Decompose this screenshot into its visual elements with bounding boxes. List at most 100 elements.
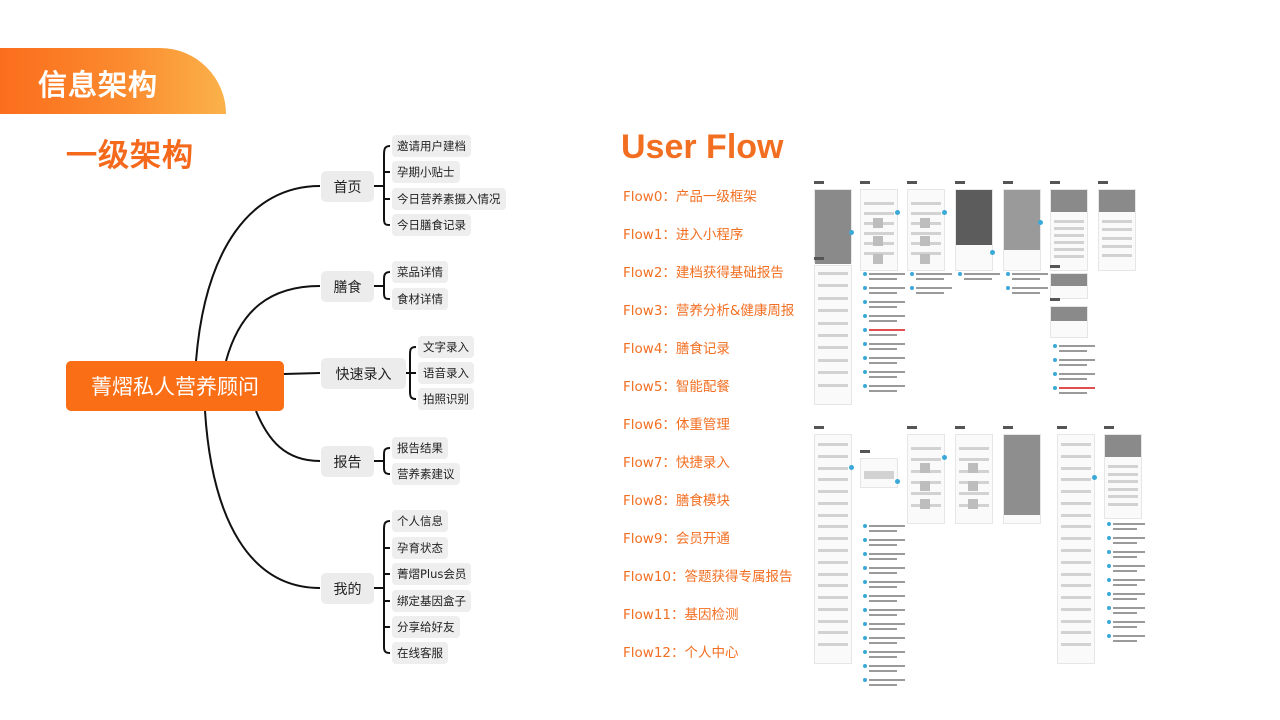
link-quick — [283, 372, 321, 375]
annotation-text — [869, 553, 905, 555]
flow-item-4: Flow4：膳食记录 — [623, 341, 730, 357]
annotation-dot — [863, 272, 867, 276]
wireframe-screen — [907, 434, 947, 524]
annotation-text — [869, 320, 897, 322]
node-diet: 膳食 — [321, 271, 374, 302]
flow-item-5: Flow5：智能配餐 — [623, 379, 730, 395]
screen-row — [1061, 466, 1091, 470]
screen-row — [911, 252, 941, 255]
annotation-dot — [863, 356, 867, 360]
annotation-text — [1059, 364, 1087, 366]
annotation-text — [1113, 607, 1145, 609]
annotation-text — [869, 679, 905, 681]
screen-row — [1061, 631, 1091, 635]
screen-row — [1054, 227, 1084, 230]
annotation-text — [1113, 635, 1145, 637]
annotation-dot — [1006, 286, 1010, 290]
annotation-text — [869, 278, 897, 280]
screen-image-block — [1004, 190, 1040, 250]
list-thumb — [920, 463, 930, 473]
screen-row — [1102, 228, 1132, 232]
flow-item-0: Flow0：产品一级框架 — [623, 189, 757, 205]
screen-label — [955, 426, 965, 429]
annotation-text — [869, 530, 897, 532]
list-thumb — [920, 254, 930, 264]
annotation-text — [1113, 565, 1145, 567]
wireframe-screen — [1057, 434, 1097, 664]
annotation-dot — [1053, 358, 1057, 362]
screen-row — [1102, 236, 1132, 240]
wireframe-screen — [955, 189, 995, 271]
annotation-text — [869, 376, 897, 378]
annotation-dot — [1107, 536, 1111, 540]
annotation-text — [869, 539, 905, 541]
annotation-text — [869, 656, 897, 658]
annotation-text — [1113, 537, 1145, 539]
screen-row — [1061, 513, 1091, 517]
flow-item-11: Flow11：基因检测 — [623, 607, 739, 623]
annotation-text — [1113, 612, 1137, 614]
section-header-tab: 信息架构 — [0, 48, 226, 114]
wireframe-screen — [814, 434, 854, 664]
annotation-text — [1012, 278, 1040, 280]
annotation-text — [1113, 593, 1145, 595]
annotation-text — [1113, 523, 1145, 525]
screen-row — [818, 631, 848, 635]
annotation-text — [1113, 598, 1137, 600]
wireframe-screen — [1003, 434, 1041, 524]
annotation-text — [916, 273, 952, 275]
mindmap-root-node: 菁熠私人营养顾问 — [66, 361, 284, 411]
flow-item-10: Flow10：答题获得专属报告 — [623, 569, 793, 585]
screen-label — [1050, 265, 1060, 268]
list-thumb — [920, 481, 930, 491]
screen-row — [818, 619, 848, 623]
screen-row — [818, 309, 848, 313]
annotation-text — [1113, 556, 1137, 558]
screen-label — [814, 257, 824, 260]
screen-row — [1061, 501, 1091, 505]
annotation-dot — [990, 250, 995, 255]
screen-label — [1003, 181, 1013, 184]
annotation-dot — [1053, 386, 1057, 390]
screen-row — [818, 466, 848, 470]
link-home — [195, 185, 321, 362]
screen-row — [818, 513, 848, 517]
annotation-text — [1059, 345, 1095, 347]
screen-row — [1108, 487, 1138, 491]
annotation-dot — [910, 286, 914, 290]
screen-row — [818, 549, 848, 552]
annotation-text — [869, 343, 905, 345]
annotation-text — [869, 525, 905, 527]
screen-label — [860, 181, 870, 184]
screen-row — [1061, 584, 1091, 588]
annotation-text — [1113, 621, 1145, 623]
screen-label — [1050, 181, 1060, 184]
leaf-node: 邀请用户建档 — [392, 135, 471, 157]
annotation-text — [869, 362, 897, 364]
annotation-dot — [863, 384, 867, 388]
annotation-text — [916, 292, 944, 294]
leaf-node: 孕期小贴士 — [392, 161, 460, 183]
screen-row — [1061, 643, 1091, 647]
screen-row — [1061, 525, 1091, 529]
screen-row — [818, 358, 848, 362]
screen-row — [1061, 537, 1091, 541]
wireframe-screen — [814, 189, 854, 264]
screen-label — [814, 426, 824, 429]
flow-item-12: Flow12：个人中心 — [623, 645, 739, 661]
annotation-text — [869, 614, 897, 616]
wireframe-screen — [1003, 189, 1043, 271]
screen-row — [818, 560, 848, 564]
annotation-text — [869, 390, 897, 392]
link-mine — [204, 410, 321, 589]
user-flow-title: User Flow — [621, 128, 784, 166]
screen-row — [1102, 253, 1132, 257]
node-report: 报告 — [321, 446, 374, 477]
screen-row — [1054, 248, 1084, 251]
annotation-dot — [1006, 272, 1010, 276]
screen-label — [1003, 426, 1013, 429]
annotation-text — [1059, 359, 1095, 361]
annotation-text — [916, 278, 944, 280]
annotation-text — [1012, 273, 1048, 275]
screen-row — [818, 272, 848, 275]
